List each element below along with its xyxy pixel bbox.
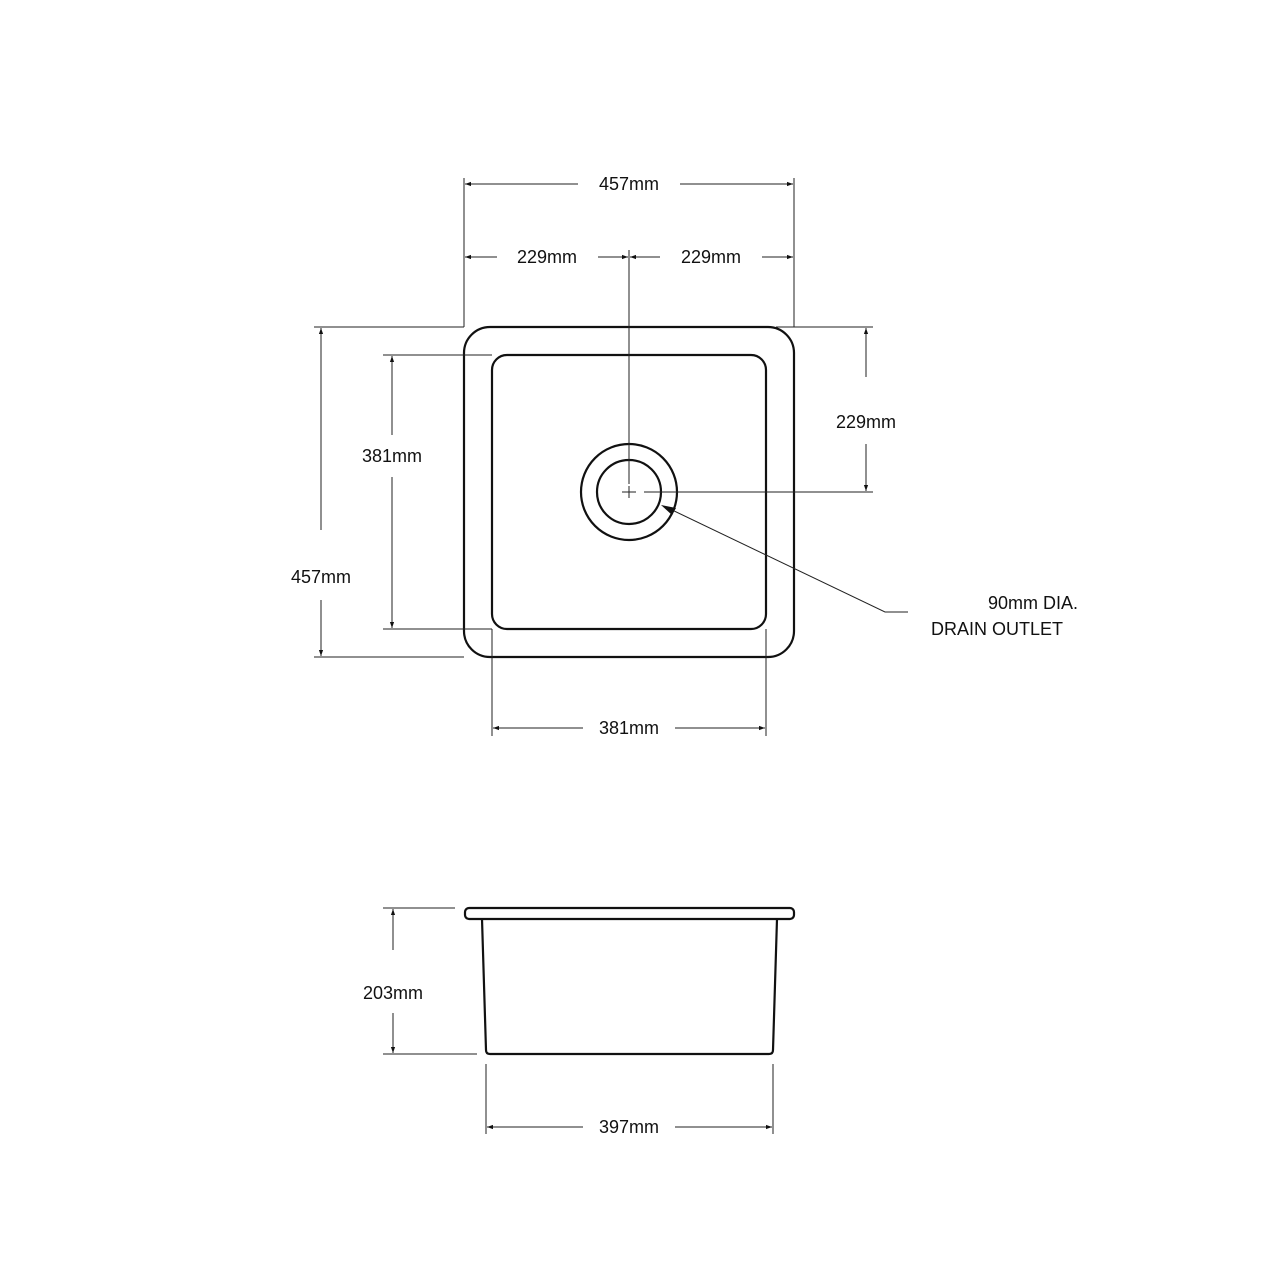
dim-base-width: 397mm [599, 1117, 659, 1137]
drain-label-diameter: 90mm DIA. [988, 593, 1078, 613]
dim-height: 203mm [363, 983, 423, 1003]
dim-overall-width: 457mm [599, 174, 659, 194]
dim-center-to-right: 229mm [681, 247, 741, 267]
drain-leader-line [667, 507, 908, 613]
dim-bowl-depth: 381mm [362, 446, 422, 466]
drain-label-outlet: DRAIN OUTLET [931, 619, 1063, 639]
side-body [480, 918, 779, 1056]
dim-left-to-center: 229mm [517, 247, 577, 267]
dim-overall-depth: 457mm [291, 567, 351, 587]
leader-arrowhead [661, 505, 676, 515]
side-rim [463, 906, 796, 921]
dim-back-to-center: 229mm [836, 412, 896, 432]
dim-bowl-width: 381mm [599, 718, 659, 738]
